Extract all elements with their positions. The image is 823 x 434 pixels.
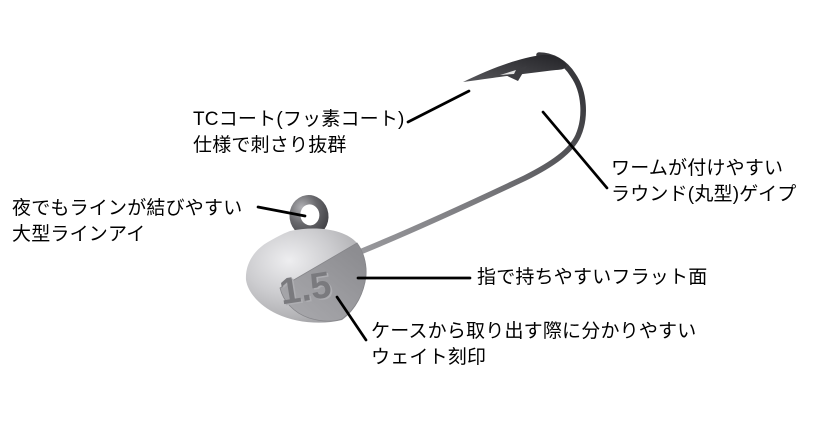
hook-barb — [503, 66, 527, 81]
annotation-line: ケースから取り出す際に分かりやすい — [371, 321, 697, 342]
annotation-weight-stamp: ケースから取り出す際に分かりやすい ウェイト刻印 — [371, 319, 696, 371]
annotation-round-gape: ワームが付けやすい ラウンド(丸型)ゲイプ — [611, 156, 796, 208]
annotation-line: ウェイト刻印 — [371, 347, 487, 368]
annotation-line: ワームが付けやすい — [611, 158, 784, 179]
barb-notch — [500, 70, 516, 75]
line-eye-ring — [289, 195, 329, 237]
leader-lines — [256, 89, 609, 342]
weight-marking-text: 1.5 — [277, 264, 334, 313]
hook-point — [463, 54, 567, 82]
leader-line-weight-stamp — [335, 295, 368, 342]
leader-line-round-gape — [541, 110, 609, 190]
annotation-flat-face: 指で持ちやすいフラット面 — [477, 265, 707, 291]
annotation-line: 夜でもラインが結びやすい — [12, 198, 243, 219]
weight-marking-bevel: 1.5 — [278, 265, 335, 314]
annotation-line: 指で持ちやすいフラット面 — [477, 267, 708, 288]
annotation-line: ラウンド(丸型)ゲイプ — [611, 184, 797, 205]
annotation-line: TCコート(フッ素コート) — [193, 109, 405, 130]
jighead-flat-face — [279, 242, 367, 322]
annotation-line: 大型ラインアイ — [12, 224, 146, 245]
leader-line-line-eye — [256, 205, 307, 218]
annotation-line-eye: 夜でもラインが結びやすい 大型ラインアイ — [12, 196, 242, 248]
weight-marking: 1.5 1.5 — [277, 264, 336, 314]
annotation-tc-coat: TCコート(フッ素コート) 仕様で刺さり抜群 — [193, 107, 405, 159]
leader-line-tc-coat — [406, 89, 471, 124]
annotation-line: 仕様で刺さり抜群 — [193, 135, 347, 156]
